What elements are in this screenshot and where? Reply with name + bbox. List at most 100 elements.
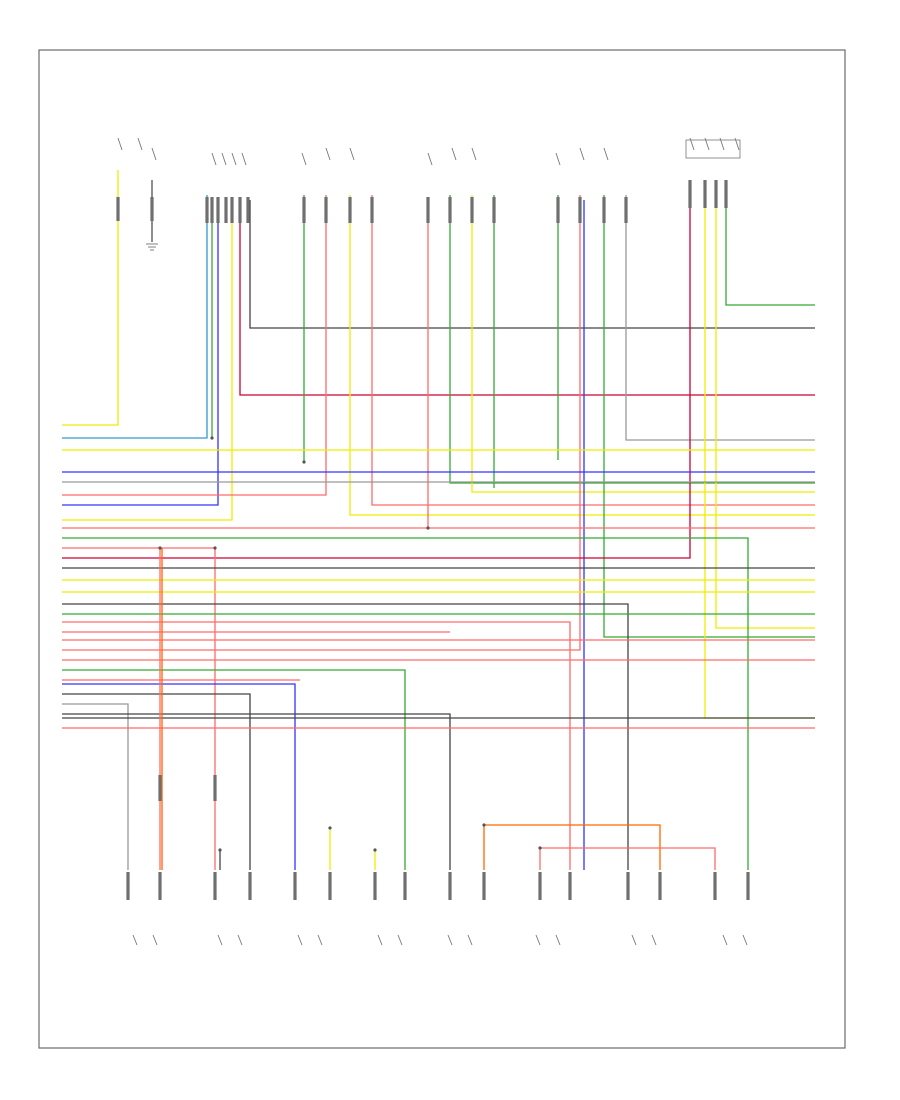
wire-red-17 <box>62 195 581 651</box>
connector-pin-13 <box>370 197 374 223</box>
switch-contact-2-0 <box>301 152 307 166</box>
injector-symbol-b5 <box>447 934 473 946</box>
switch-contact-4-2 <box>603 147 609 161</box>
injector-symbol-b8 <box>722 934 748 946</box>
wire-red-11 <box>371 195 815 506</box>
wire-blu-42 <box>62 683 296 870</box>
diagram-frame <box>38 49 846 1049</box>
wire-lt_blu-2 <box>62 195 208 439</box>
connector-pin-27 <box>213 775 217 801</box>
wire-yel-10 <box>349 195 815 516</box>
injector-symbol-b2 <box>217 934 243 946</box>
wire-yel-14 <box>471 195 815 493</box>
connector-pin-29 <box>158 872 162 900</box>
injector-symbol-b4 <box>377 934 403 946</box>
connector-pin-5 <box>216 197 220 223</box>
connector-pin-4 <box>210 197 214 223</box>
connector-pin-26 <box>158 775 162 801</box>
wire-grn-13 <box>449 195 815 484</box>
switch-contact-0-1 <box>137 137 143 151</box>
injector-symbol-b6 <box>535 934 561 946</box>
splice-point-3 <box>158 546 162 550</box>
switch-contact-4-0 <box>555 152 561 166</box>
connector-pin-24 <box>714 180 718 208</box>
connector-pin-35 <box>403 872 407 900</box>
wire-yel-5 <box>62 200 233 521</box>
connector-pin-15 <box>448 197 452 223</box>
connector-pin-7 <box>230 197 234 223</box>
connector-pin-32 <box>293 872 297 900</box>
switch-contact-0-2 <box>151 147 157 161</box>
connector-pin-17 <box>492 197 496 223</box>
connector-layer <box>116 180 750 900</box>
connector-pin-9 <box>246 197 250 223</box>
splice-point-6 <box>373 848 377 852</box>
connector-pin-37 <box>482 872 486 900</box>
connector-pin-42 <box>713 872 717 900</box>
connector-pin-34 <box>373 872 377 900</box>
wire-red-9 <box>62 195 327 496</box>
injector-symbol-b1 <box>132 934 158 946</box>
switch-contact-1-0 <box>211 152 217 166</box>
connector-pin-3 <box>205 197 209 223</box>
connector-pin-36 <box>448 872 452 900</box>
wire-yel-1 <box>62 170 119 426</box>
connector-pin-38 <box>538 872 542 900</box>
wire-blu-4 <box>62 200 219 506</box>
splice-point-2 <box>426 526 430 530</box>
switch-contact-2-2 <box>349 147 355 161</box>
switch-contact-0-0 <box>117 137 123 151</box>
wire-red-52 <box>540 847 716 870</box>
bottom-components <box>132 934 748 946</box>
wire-grn-29 <box>62 537 749 870</box>
wire-blk-45 <box>62 713 451 870</box>
wire-orn-50 <box>484 824 661 870</box>
wire-red-36 <box>62 621 571 870</box>
switch-contact-1-2 <box>231 152 237 166</box>
connector-pin-39 <box>568 872 572 900</box>
wire-red-30 <box>62 547 216 870</box>
switch-contact-1-3 <box>241 152 247 166</box>
wire-grn-19 <box>603 195 815 638</box>
connector-pin-8 <box>238 197 242 223</box>
connector-pin-28 <box>126 872 130 900</box>
connector-pin-25 <box>724 180 728 208</box>
connector-pin-11 <box>324 197 328 223</box>
connector-pin-19 <box>578 197 582 223</box>
injector-symbol-b3 <box>297 934 323 946</box>
connector-pin-2 <box>150 197 154 221</box>
wire-layer <box>62 170 815 870</box>
connector-pin-1 <box>116 197 120 221</box>
splice-point-8 <box>538 846 542 850</box>
wire-grn-40 <box>62 669 406 870</box>
connector-pin-23 <box>703 180 707 208</box>
wire-gry-20 <box>625 195 815 441</box>
switch-contact-3-1 <box>451 147 457 161</box>
wire-blk-34 <box>62 603 629 870</box>
switch-contact-4-1 <box>579 147 585 161</box>
switch-contact-2-1 <box>325 147 331 161</box>
injector-symbol-b7 <box>631 934 657 946</box>
connector-pin-12 <box>348 197 352 223</box>
connector-pin-22 <box>688 180 692 208</box>
connector-pin-30 <box>213 872 217 900</box>
splice-point-4 <box>213 546 217 550</box>
splice-point-1 <box>302 460 306 464</box>
connector-pin-40 <box>626 872 630 900</box>
wire-blk-43 <box>62 693 251 870</box>
wire-blk-7 <box>249 200 815 329</box>
connector-pin-10 <box>302 197 306 223</box>
connector-pin-16 <box>470 197 474 223</box>
top-components <box>117 137 741 251</box>
sensor-housing <box>685 139 741 159</box>
wire-grn-22 <box>725 200 815 306</box>
connector-pin-14 <box>426 197 430 223</box>
splice-point-10 <box>210 436 214 440</box>
connector-pin-41 <box>658 872 662 900</box>
splice-point-5 <box>328 826 332 830</box>
connector-pin-21 <box>624 197 628 223</box>
wire-dark_red-21 <box>62 200 691 559</box>
connector-pin-20 <box>602 197 606 223</box>
connector-pin-31 <box>248 872 252 900</box>
